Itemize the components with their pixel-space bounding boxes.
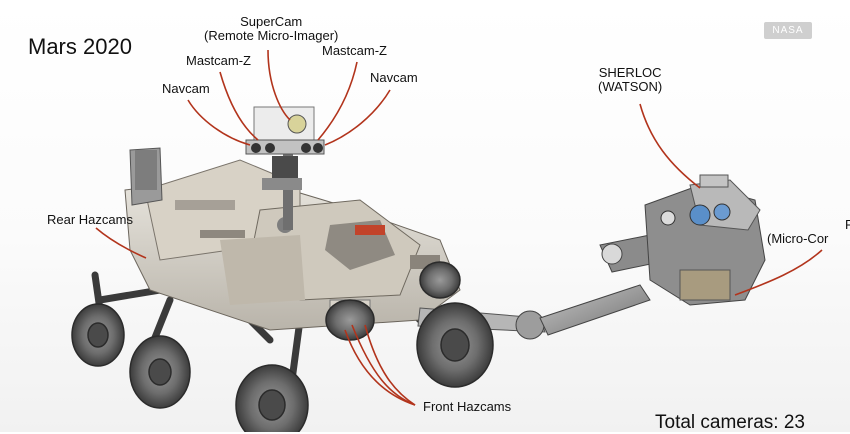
total-cameras-text: Total cameras: 23	[655, 412, 805, 433]
leader-sherloc	[639, 103, 701, 189]
rear-hazcams-label: Rear Hazcams	[47, 212, 133, 227]
leader-lines	[95, 49, 823, 406]
leader-front-hazcams-2	[344, 329, 416, 406]
wheels	[71, 261, 494, 432]
mast	[245, 106, 325, 230]
wheel-rear-right	[419, 261, 461, 299]
front-hazcams-label: Front Hazcams	[423, 399, 512, 414]
leader-supercam	[267, 49, 291, 121]
arm-turret	[644, 174, 766, 306]
leader-navcam-left	[187, 99, 251, 146]
pixl-label: P (Micro-Cor	[767, 218, 850, 246]
mastcam-left-label: Mastcam-Z	[186, 53, 251, 68]
diagram-title: Mars 2020	[28, 34, 132, 59]
leader-navcam-right	[324, 89, 391, 146]
supercam-label-line1: SuperCam	[240, 14, 303, 29]
leader-rear-hazcams	[95, 227, 147, 259]
leader-mastcam-right	[317, 61, 358, 141]
sherloc-label: SHERLOC (WATSON)	[598, 66, 662, 94]
leader-mastcam-left	[219, 71, 259, 141]
navcam-left-label: Navcam	[162, 81, 210, 96]
pixl-label-line2: (Micro-Cor	[767, 231, 829, 246]
sherloc-label-line1: SHERLOC	[598, 65, 662, 80]
wheel-mid-right	[325, 299, 375, 341]
supercam-label-line2: (Remote Micro-Imager)	[204, 28, 339, 43]
pixl-label-line1: P	[845, 217, 850, 232]
leader-pixl	[734, 249, 823, 296]
leader-front-hazcams-3	[364, 324, 416, 406]
supercam-label: SuperCam (Remote Micro-Imager)	[204, 15, 338, 43]
navcam-right-label: Navcam	[370, 70, 418, 85]
mastcam-right-label: Mastcam-Z	[322, 43, 387, 58]
sherloc-label-line2: (WATSON)	[598, 79, 663, 94]
nasa-watermark: NASA	[764, 22, 812, 39]
